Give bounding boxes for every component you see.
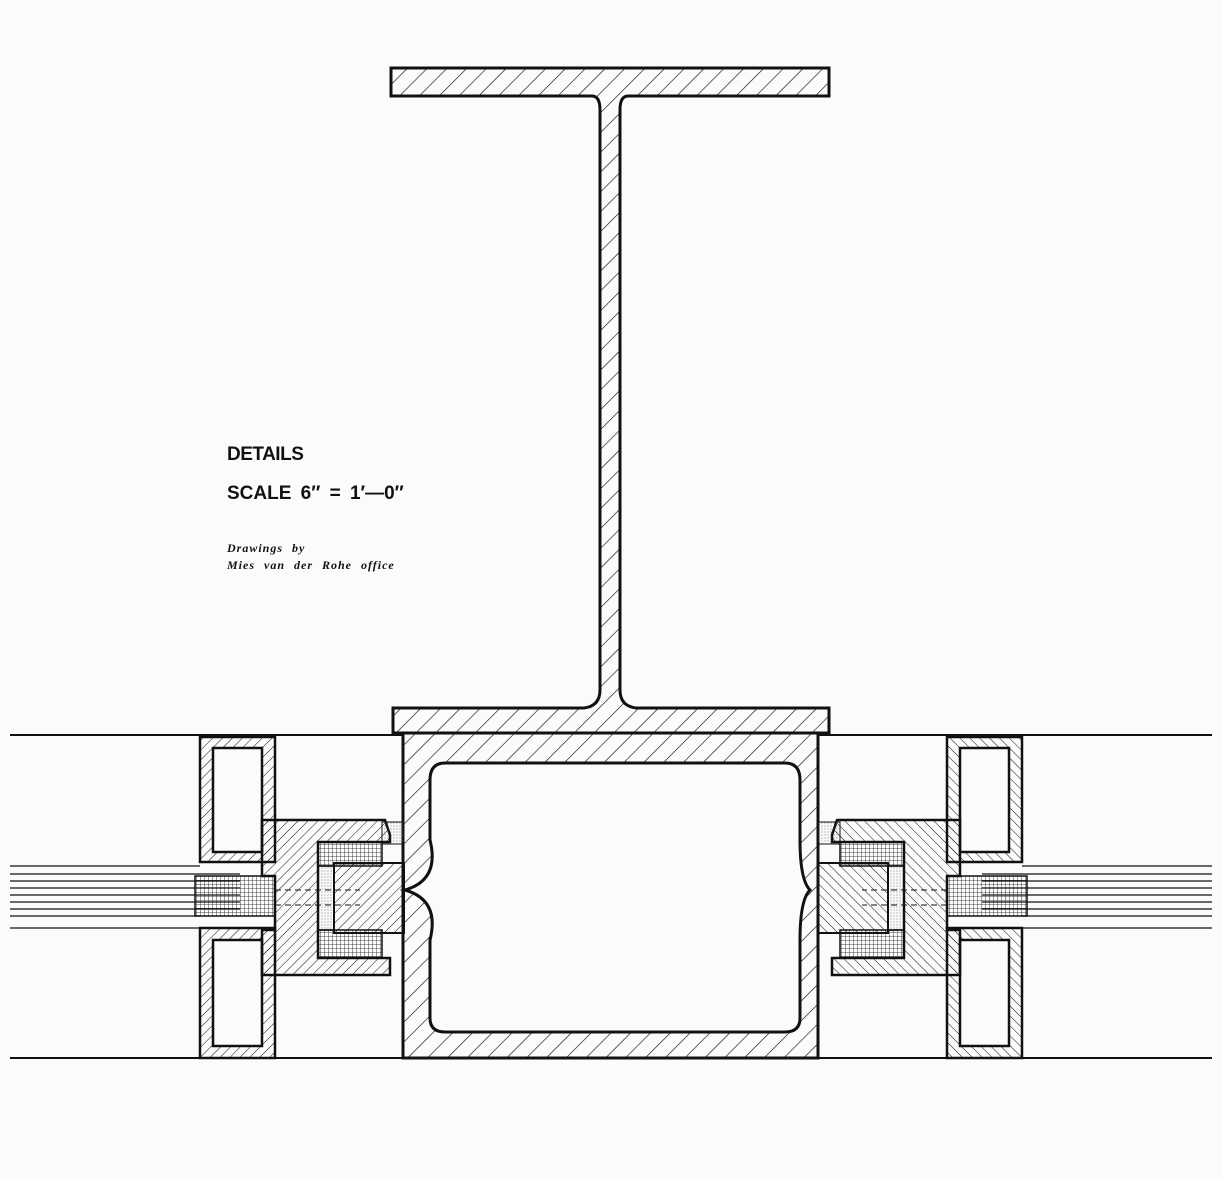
credit: Drawings by Mies van der Rohe office <box>227 540 395 574</box>
credit-line-2: Mies van der Rohe office <box>227 558 395 572</box>
box-column <box>399 731 820 1060</box>
i-beam <box>389 66 831 735</box>
right-mullion <box>816 733 1214 1060</box>
credit-line-1: Drawings by <box>227 541 306 555</box>
left-mullion <box>8 733 406 1060</box>
scale-label: SCALE 6″ = 1′—0″ <box>227 483 404 504</box>
details-heading: DETAILS <box>227 444 304 465</box>
